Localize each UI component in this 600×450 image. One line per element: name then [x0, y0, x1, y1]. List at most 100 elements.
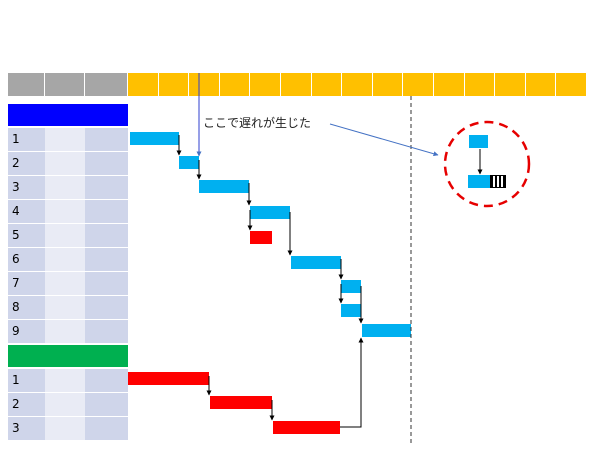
legend-task-bar	[469, 135, 488, 148]
table-row: 2	[0, 393, 130, 416]
row-cell	[8, 248, 45, 271]
task-bar	[362, 324, 411, 337]
row-cell	[85, 224, 128, 247]
task-bar	[341, 280, 361, 293]
row-cell	[45, 320, 85, 343]
row-label: 3	[12, 421, 20, 435]
row-cell	[45, 272, 85, 295]
table-row: 4	[0, 200, 130, 223]
row-label: 1	[12, 132, 20, 146]
table-row: 1	[0, 369, 130, 392]
row-cell	[85, 152, 128, 175]
task-bar	[250, 231, 272, 244]
header-cell	[8, 73, 45, 96]
header-cell	[45, 73, 85, 96]
timeline-header-cell	[158, 73, 190, 96]
timeline-header-cell	[281, 73, 312, 96]
row-cell	[8, 272, 45, 295]
row-cell	[45, 128, 85, 151]
row-label: 9	[12, 324, 20, 338]
row-cell	[8, 128, 45, 151]
row-cell	[85, 128, 128, 151]
row-cell	[45, 152, 85, 175]
timeline-header-cell	[250, 73, 281, 96]
row-cell	[85, 248, 128, 271]
table-row: 1	[0, 128, 130, 151]
row-label: 7	[12, 276, 20, 290]
row-cell	[8, 320, 45, 343]
timeline-header-cell	[464, 73, 496, 96]
group-1-bar	[8, 104, 128, 126]
row-cell	[45, 176, 85, 199]
row-cell	[45, 200, 85, 223]
task-bar	[179, 156, 199, 169]
row-cell	[85, 417, 128, 440]
timeline-header-cell	[434, 73, 465, 96]
table-row: 6	[0, 248, 130, 271]
row-cell	[85, 369, 128, 392]
timeline-header-cell	[403, 73, 434, 96]
table-row: 8	[0, 296, 130, 319]
task-bar	[341, 304, 361, 317]
row-cell	[8, 417, 45, 440]
header-cell	[85, 73, 128, 96]
row-cell	[45, 296, 85, 319]
task-bar	[199, 180, 249, 193]
timeline-header-cell	[189, 73, 220, 96]
row-cell	[45, 248, 85, 271]
table-row: 5	[0, 224, 130, 247]
row-cell	[8, 296, 45, 319]
row-cell	[8, 224, 45, 247]
row-cell	[8, 369, 45, 392]
annotation-leader-line	[329, 123, 439, 157]
timeline-header-cell	[525, 73, 557, 96]
dependency-arrows	[176, 135, 483, 428]
task-bar	[130, 132, 179, 145]
row-label: 1	[12, 373, 20, 387]
row-label: 3	[12, 180, 20, 194]
timeline-header-cell	[128, 73, 159, 96]
row-cell	[85, 296, 128, 319]
task-bar	[291, 256, 341, 269]
row-cell	[45, 417, 85, 440]
row-cell	[8, 176, 45, 199]
timeline-header-cell	[311, 73, 343, 96]
row-label: 5	[12, 228, 20, 242]
timeline-header-cell	[342, 73, 373, 96]
task-bar	[273, 421, 340, 434]
timeline-header-cell	[495, 73, 526, 96]
delay-annotation: ここで遅れが生じた	[203, 116, 312, 130]
row-cell	[85, 272, 128, 295]
row-label: 8	[12, 300, 20, 314]
dependency-arrow	[340, 337, 364, 428]
row-cell	[8, 200, 45, 223]
row-cell	[45, 393, 85, 416]
group-2-bar	[8, 345, 128, 367]
task-bar	[210, 396, 272, 409]
row-cell	[85, 176, 128, 199]
row-label: 6	[12, 252, 20, 266]
timeline-header-cell	[556, 73, 587, 96]
row-cell	[85, 393, 128, 416]
table-row: 3	[0, 176, 130, 199]
table-row: 7	[0, 272, 130, 295]
row-label: 2	[12, 156, 20, 170]
task-bar	[250, 206, 290, 219]
row-cell	[85, 320, 128, 343]
row-cell	[45, 224, 85, 247]
row-cell	[45, 369, 85, 392]
table-row: 2	[0, 152, 130, 175]
delay-hatch	[490, 175, 506, 188]
row-cell	[8, 393, 45, 416]
timeline-header-cell	[219, 73, 251, 96]
row-cell	[85, 200, 128, 223]
table-row: 9	[0, 320, 130, 343]
task-bar	[128, 372, 209, 385]
row-label: 2	[12, 397, 20, 411]
table-row: 3	[0, 417, 130, 440]
row-label: 4	[12, 204, 20, 218]
legend-task-bar	[468, 175, 490, 188]
row-cell	[8, 152, 45, 175]
timeline-header-cell	[372, 73, 404, 96]
